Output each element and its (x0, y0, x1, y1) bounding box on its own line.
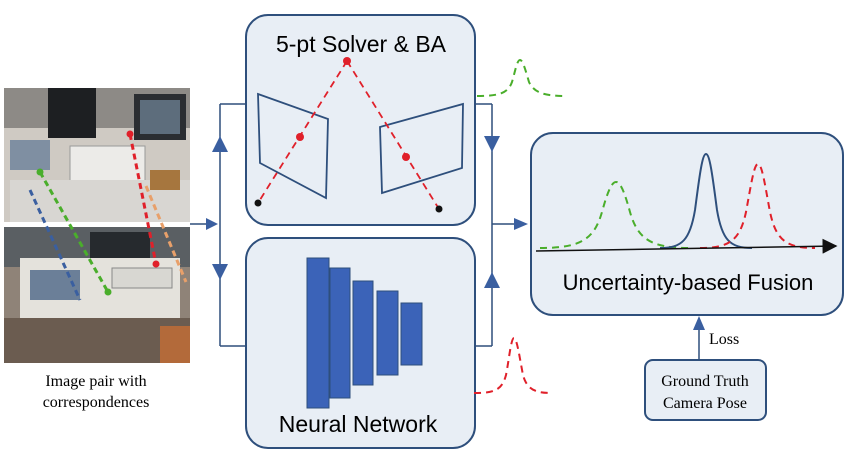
camera-center-right (435, 205, 443, 213)
input-image-pair (4, 88, 190, 363)
nn-layer-5 (400, 302, 423, 366)
ground-truth-box (644, 359, 767, 421)
input-caption-line2: correspondences (43, 394, 150, 411)
network-layers (306, 257, 423, 409)
fusion-box (530, 132, 844, 316)
network-output-distribution (473, 336, 553, 394)
fusion-title: Uncertainty-based Fusion (563, 270, 814, 295)
camera-center-left (254, 199, 262, 207)
ground-truth-line1: Ground Truth (661, 373, 749, 390)
nn-layer-3 (352, 280, 374, 386)
fused-distribution-green (539, 180, 691, 249)
network-title: Neural Network (279, 411, 438, 437)
solver-box (245, 14, 476, 226)
3d-point (343, 57, 351, 65)
arrow-into-fusion (514, 218, 528, 230)
correspondence-orange (144, 185, 188, 283)
arrow-down-to-network (212, 264, 228, 280)
image-bottom (4, 227, 190, 363)
correspondence-green (38, 171, 110, 293)
correspondence-red (128, 133, 158, 265)
fused-distribution-red (699, 162, 816, 249)
camera-plane-left (257, 92, 329, 200)
fused-distribution-blue (659, 152, 753, 249)
arrow-into-split (206, 218, 218, 230)
correspondence-blue (28, 189, 82, 301)
two-view-geometry (254, 57, 464, 213)
arrow-up-to-solver (212, 136, 228, 152)
arrow-down-from-solver (484, 136, 500, 152)
input-caption-line1: Image pair with (45, 373, 146, 390)
solver-title: 5-pt Solver & BA (276, 31, 447, 57)
nn-layer-2 (329, 267, 351, 399)
arrow-up-from-network (484, 272, 500, 288)
fusion-plot (535, 152, 838, 254)
image-top (4, 88, 190, 222)
nn-layer-1 (306, 257, 330, 409)
camera-plane-right (379, 102, 464, 195)
fusion-axis (535, 238, 838, 254)
nn-layer-4 (376, 290, 399, 376)
loss-label: Loss (709, 331, 739, 348)
solver-output-distribution (476, 58, 567, 97)
loss-arrowhead (693, 316, 705, 330)
ground-truth-line2: Camera Pose (663, 395, 747, 412)
